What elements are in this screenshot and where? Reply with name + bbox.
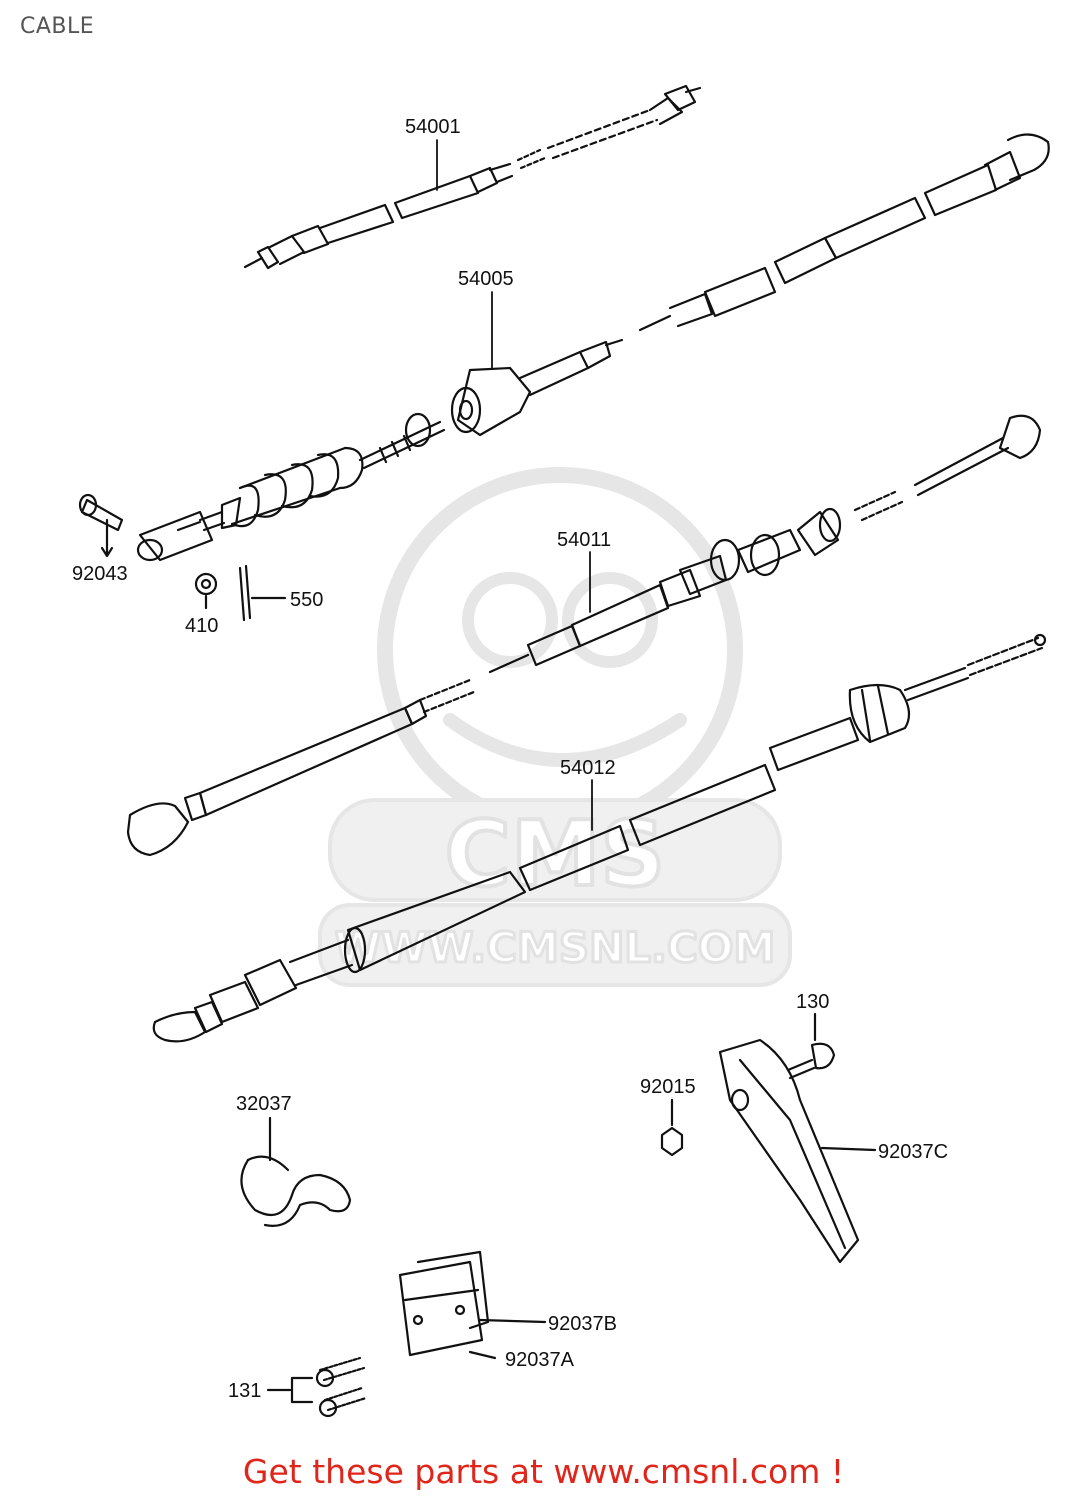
bracket-92037C xyxy=(660,1012,877,1264)
clip-92037 xyxy=(240,1116,352,1227)
cable-upper-right xyxy=(638,133,1050,332)
label-54012: 54012 xyxy=(560,757,616,779)
label-410: 410 xyxy=(185,615,218,637)
label-92037A: 92037A xyxy=(505,1349,575,1371)
label-92043: 92043 xyxy=(72,563,128,585)
cable-54001 xyxy=(243,84,702,270)
leader-lines xyxy=(436,139,593,831)
label-92037: 32037 xyxy=(236,1093,292,1115)
cable-54012 xyxy=(152,633,1047,1043)
label-54005: 54005 xyxy=(458,268,514,290)
bolts-131 xyxy=(266,1356,368,1418)
label-92037C: 92037C xyxy=(878,1141,948,1163)
page-title: CABLE xyxy=(20,14,95,39)
watermark-url: WWW.CMSNL.COM xyxy=(335,923,776,972)
watermark: CMS WWW.CMSNL.COM xyxy=(318,467,792,987)
label-130: 130 xyxy=(796,991,829,1013)
get-parts-link[interactable]: Get these parts at www.cmsnl.com ! xyxy=(242,1452,845,1491)
label-92015: 92015 xyxy=(640,1076,696,1098)
label-54011: 54011 xyxy=(557,529,611,551)
cable-54005 xyxy=(198,338,624,532)
label-131: 131 xyxy=(228,1380,261,1402)
label-550: 550 xyxy=(290,589,323,611)
label-54001: 54001 xyxy=(405,116,461,138)
clamp-92037A-B xyxy=(398,1250,547,1360)
label-92037B: 92037B xyxy=(548,1313,617,1335)
watermark-brand: CMS xyxy=(445,802,665,907)
cable-54011 xyxy=(126,414,1042,857)
clevis-parts xyxy=(78,493,287,622)
part-labels: 54001 54005 92043 410 550 54011 54012 13… xyxy=(72,116,948,1402)
